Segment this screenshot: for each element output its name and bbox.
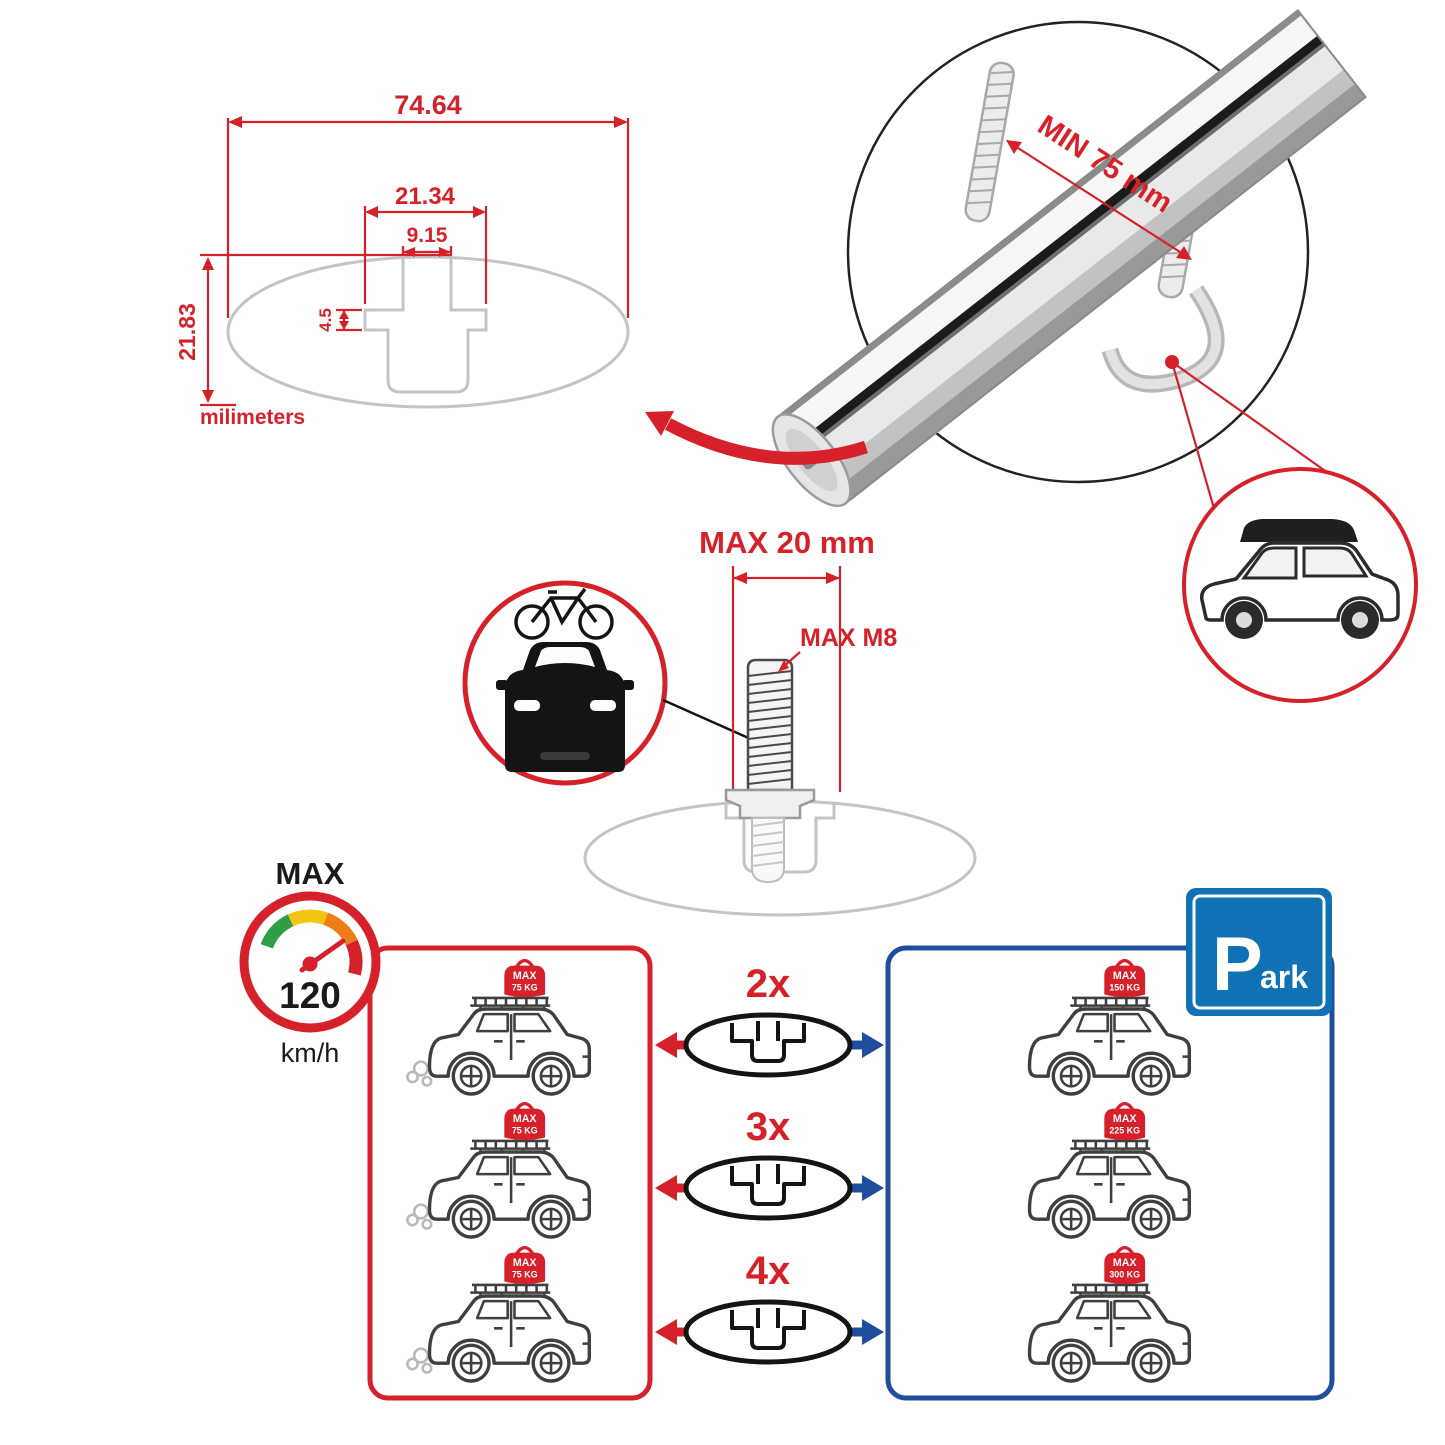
- dim-total-width: 74.64: [394, 90, 462, 120]
- gauge-hub: [302, 956, 318, 972]
- tag-weight-label: 225 KG: [1109, 1125, 1140, 1135]
- profile-ellipse: [226, 255, 630, 409]
- load-tag: MAX 300 KG: [1102, 1245, 1147, 1286]
- clamp-rod-left-icon: [964, 61, 1015, 223]
- tag-max-label: MAX: [1113, 1113, 1137, 1125]
- crossbar-oval-icon: [683, 1299, 853, 1365]
- tag-max-label: MAX: [1113, 970, 1137, 982]
- park-sign-suffix: ark: [1260, 959, 1308, 995]
- tag-max-label: MAX: [513, 1113, 537, 1125]
- speed-value: 120: [279, 975, 341, 1016]
- crossbar-detail: MIN 75 mm: [645, 9, 1368, 513]
- load-tag: MAX 225 KG: [1102, 1101, 1147, 1142]
- leader-line: [662, 698, 754, 742]
- dim-total-height: 21.83: [174, 303, 200, 361]
- load-tag: MAX 75 KG: [502, 958, 547, 999]
- profile-channel: [363, 259, 488, 394]
- bicycle-icon: [514, 587, 614, 640]
- bar-multiplier: 2x: [746, 962, 791, 1006]
- tag-weight-label: 75 KG: [512, 982, 538, 992]
- crossbar-oval-icon: [683, 1155, 853, 1221]
- dim-channel-width: 21.34: [395, 183, 456, 210]
- bolt-icon: [724, 658, 816, 884]
- dim-slot-width: 9.15: [407, 224, 448, 247]
- tag-max-label: MAX: [513, 970, 537, 982]
- dim-slot-depth: 4.5: [316, 308, 335, 332]
- t-nut-icon: [724, 788, 816, 820]
- bar-count-row: 3x: [655, 1105, 884, 1221]
- profile-dimension-drawing: 74.64 21.34 9.15 4.5 21.83 milimeters: [174, 90, 630, 429]
- max-thread-label: MAX M8: [800, 624, 897, 652]
- max-depth-label: MAX 20 mm: [699, 525, 875, 560]
- car-front-icon: [496, 642, 634, 772]
- detail-pointer-arrow-icon: [645, 411, 868, 465]
- load-tag: MAX 150 KG: [1102, 958, 1147, 999]
- tag-weight-label: 75 KG: [512, 1125, 538, 1135]
- bar-count-rows: 2x 3x 4x: [655, 962, 884, 1365]
- bar-multiplier: 3x: [746, 1105, 791, 1149]
- roof-box-icon: [1240, 519, 1358, 542]
- units-label: milimeters: [200, 406, 305, 429]
- bike-car-badge: [462, 580, 758, 786]
- speed-unit: km/h: [281, 1038, 340, 1068]
- tag-weight-label: 300 KG: [1109, 1269, 1140, 1279]
- park-sign-letter: P: [1212, 922, 1263, 1007]
- tag-weight-label: 75 KG: [512, 1269, 538, 1279]
- load-tag: MAX 75 KG: [502, 1101, 547, 1142]
- parking-cars: MAX 150 KG MAX 225 KG MAX 300 KG: [1027, 958, 1192, 1383]
- tag-weight-label: 150 KG: [1109, 982, 1140, 992]
- crossbar-oval-icon: [683, 1012, 853, 1078]
- speed-title: MAX: [276, 856, 345, 891]
- bolt-detail: MAX 20 mm MAX M8: [583, 525, 977, 917]
- speed-limit-gauge: MAX 120 km/h: [239, 856, 381, 1068]
- bar-multiplier: 4x: [746, 1249, 791, 1293]
- tag-max-label: MAX: [513, 1257, 537, 1269]
- load-tag: MAX 75 KG: [502, 1245, 547, 1286]
- park-sign: P ark: [1186, 888, 1332, 1016]
- driving-cars: MAX 75 KG MAX 75 KG MAX 75 KG: [406, 958, 591, 1383]
- aluminum-crossbar-icon: [771, 9, 1368, 508]
- bar-count-row: 4x: [655, 1249, 884, 1365]
- roofbox-car-badge: [1182, 467, 1418, 703]
- connector-lines: [1170, 361, 1353, 513]
- bar-count-row: 2x: [655, 962, 884, 1078]
- tag-max-label: MAX: [1113, 1257, 1137, 1269]
